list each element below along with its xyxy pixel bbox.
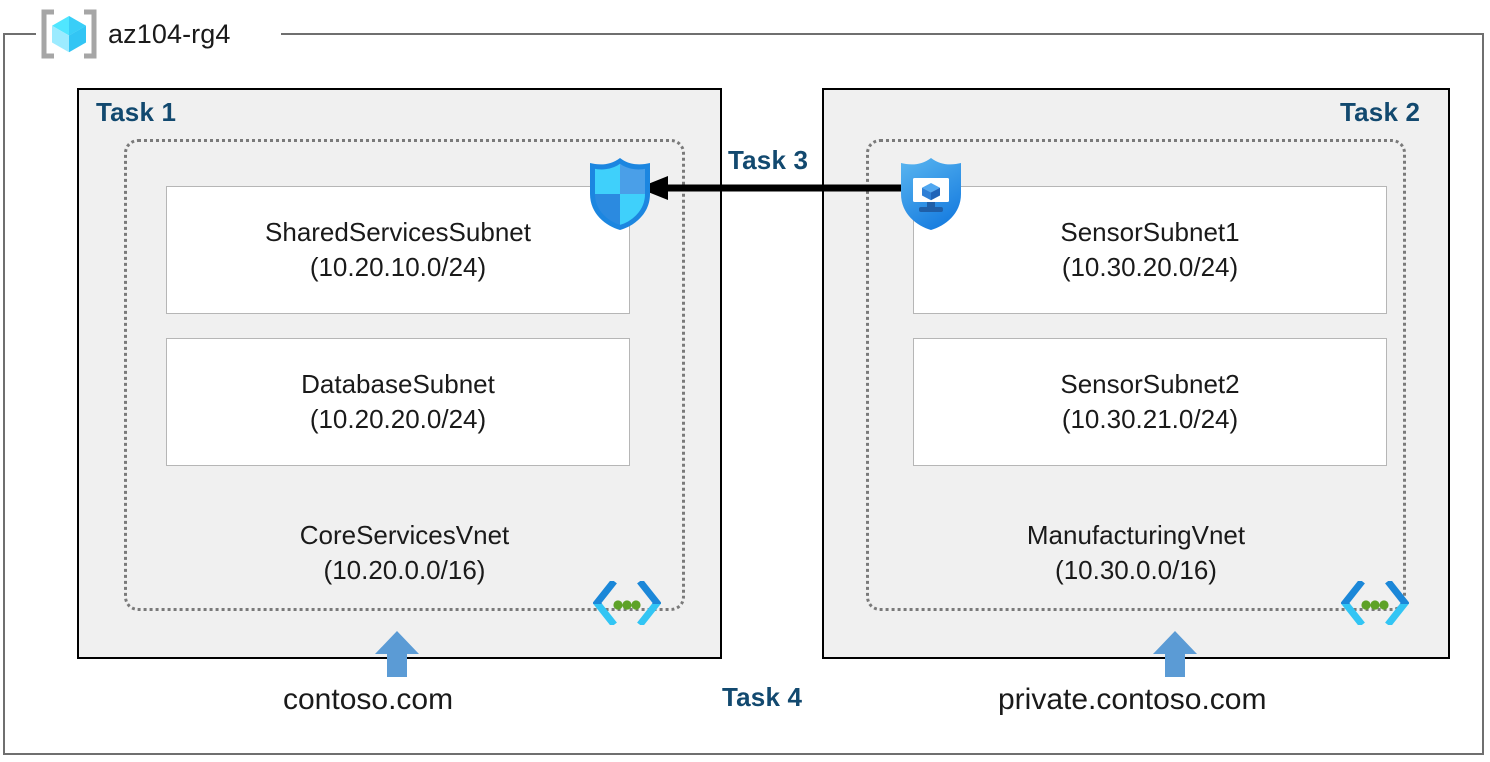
subnet-database: DatabaseSubnet (10.20.20.0/24) [166, 338, 630, 466]
subnet-name: SensorSubnet2 [1060, 369, 1240, 400]
dns-zone-private: private.contoso.com [998, 683, 1267, 716]
subnet-cidr: (10.20.20.0/24) [309, 404, 487, 434]
up-arrow-icon [1153, 631, 1197, 677]
vnet-cidr-text: (10.20.0.0/16) [323, 554, 486, 585]
resource-group-name: az104-rg4 [108, 18, 231, 49]
resource-group-frame [3, 33, 1484, 755]
virtual-network-icon [1340, 579, 1410, 627]
vnet-core-services [124, 139, 685, 611]
up-arrow-icon [375, 631, 419, 677]
subnet-name: DatabaseSubnet [301, 369, 495, 400]
vnet-manufacturing-label: ManufacturingVnet (10.30.0.0/16) [906, 518, 1366, 587]
subnet-cidr: (10.30.20.0/24) [1061, 252, 1239, 282]
virtual-network-icon [592, 579, 662, 627]
dns-zone-public: contoso.com [283, 683, 454, 716]
subnet-cidr: (10.20.10.0/24) [309, 252, 487, 282]
vnet-peering-arrow [638, 176, 916, 200]
azure-resource-group-cube-icon [40, 9, 98, 59]
network-security-group-shield-icon [586, 156, 654, 232]
vm-shield-icon [897, 156, 965, 232]
task-1-label: Task 1 [96, 97, 177, 127]
resource-group-legend: az104-rg4 [40, 9, 231, 59]
subnet-name: SharedServicesSubnet [265, 217, 531, 248]
task-3-label: Task 3 [722, 145, 815, 176]
vnet-cidr-text: (10.30.0.0/16) [1055, 554, 1217, 585]
subnet-name: SensorSubnet1 [1060, 217, 1240, 248]
subnet-sensor-1: SensorSubnet1 (10.30.20.0/24) [913, 186, 1387, 314]
subnet-cidr: (10.30.21.0/24) [1061, 404, 1239, 434]
vnet-name-text: CoreServicesVnet [299, 520, 510, 550]
vnet-name-text: ManufacturingVnet [1026, 520, 1246, 550]
task-2-label: Task 2 [1340, 97, 1421, 127]
subnet-shared-services: SharedServicesSubnet (10.20.10.0/24) [166, 186, 630, 314]
task-4-label: Task 4 [722, 682, 803, 712]
subnet-sensor-2: SensorSubnet2 (10.30.21.0/24) [913, 338, 1387, 466]
vnet-core-services-label: CoreServicesVnet (10.20.0.0/16) [164, 518, 645, 587]
vnet-manufacturing [866, 139, 1406, 611]
